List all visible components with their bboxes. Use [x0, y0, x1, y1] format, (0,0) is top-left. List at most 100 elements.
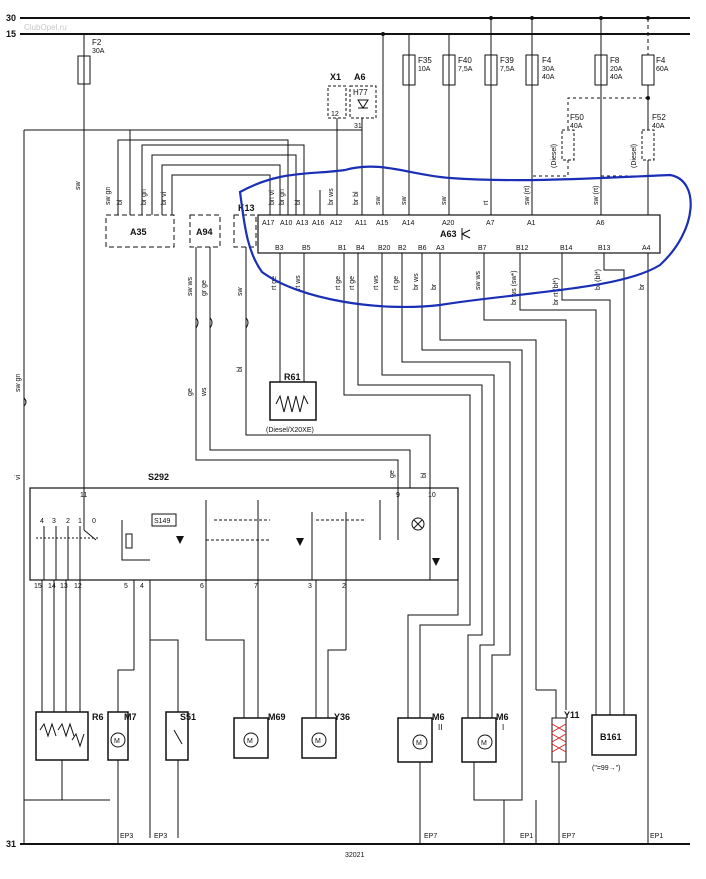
valve-y11: Y11: [551, 710, 580, 844]
fuse-f4b-rating: 60A: [656, 66, 669, 73]
fuse-f35: F35 10A: [402, 34, 432, 215]
svg-text:ge: ge: [389, 470, 396, 478]
svg-text:A16: A16: [312, 220, 325, 227]
actuator-y36: M Y36: [301, 712, 350, 759]
svg-text:sw (rt): sw (rt): [524, 186, 531, 205]
svg-text:7: 7: [254, 583, 258, 590]
svg-text:M: M: [114, 738, 120, 745]
x1-pin: 12: [331, 111, 339, 118]
fuse-f40: F40 7,5A: [442, 34, 473, 215]
svg-text:br bl: br bl: [353, 191, 360, 205]
svg-text:A7: A7: [486, 220, 495, 227]
svg-text:ws: ws: [201, 387, 208, 397]
svg-text:13: 13: [60, 583, 68, 590]
svg-text:rt ge: rt ge: [271, 276, 278, 290]
svg-text:M: M: [315, 738, 321, 745]
svg-text:M: M: [481, 740, 487, 747]
fuse-f52-label: F52: [652, 113, 666, 122]
svg-text:sw (rt): sw (rt): [593, 186, 600, 205]
module-a35: A35: [105, 214, 175, 248]
fuse-f4b-label: F4: [656, 56, 666, 65]
svg-text:br vi: br vi: [161, 191, 168, 205]
svg-text:br: br: [431, 283, 438, 290]
fuse-f52-note: (Diesel): [631, 144, 638, 168]
svg-text:bl: bl: [237, 366, 244, 372]
r61-label: R61: [284, 372, 301, 382]
svg-text:15: 15: [34, 583, 42, 590]
fuse-f8-rating: 20A: [610, 66, 623, 73]
svg-text:3: 3: [308, 583, 312, 590]
svg-text:sw ws: sw ws: [475, 270, 482, 290]
svg-text:rt ws: rt ws: [295, 275, 302, 290]
a6-label: A6: [354, 72, 366, 82]
svg-text:rt ge: rt ge: [393, 276, 400, 290]
rail-31: 31: [6, 839, 690, 849]
svg-text:vi: vi: [15, 475, 22, 481]
heater-r61: R61 (Diesel/X20XE) rt ge rt ws: [266, 253, 317, 434]
svg-text:12: 12: [74, 583, 82, 590]
a63-top-pins: A17 A10 A13 A16 A12 A11 A15 A14 A20 A7 A…: [262, 220, 605, 227]
switch-s51: S51: [165, 711, 196, 838]
sensor-b161: B161 ("=99→"): [591, 714, 637, 772]
fuse-f52: F52 40A (Diesel): [601, 113, 666, 177]
svg-text:sw gn: sw gn: [15, 374, 22, 392]
rail-31-label: 31: [6, 839, 16, 849]
fuse-f39: F39 7,5A: [484, 16, 515, 215]
svg-text:A20: A20: [442, 220, 455, 227]
fuse-f35-label: F35: [418, 56, 432, 65]
svg-text:10: 10: [428, 492, 436, 499]
svg-text:B3: B3: [275, 245, 284, 252]
svg-text:sw: sw: [75, 181, 82, 191]
rail-30: 30: [6, 13, 690, 23]
svg-text:1: 1: [78, 518, 82, 525]
svg-text:M: M: [416, 740, 422, 747]
svg-text:B12: B12: [516, 245, 529, 252]
r6-label: R6: [92, 712, 104, 722]
a63-bottom-pins: B3 B5 B1 B4 B20 B2 B6 A3 B7 B12 B14 B13 …: [275, 245, 651, 252]
fuse-f8-rating2: 40A: [610, 74, 623, 81]
svg-text:5: 5: [124, 583, 128, 590]
svg-text:rt: rt: [483, 201, 490, 205]
m69-label: M69: [268, 712, 286, 722]
svg-text:br ws: br ws: [328, 188, 335, 205]
motor-m6-i: M M6 I: [461, 712, 509, 801]
a63-label: A63: [440, 229, 457, 239]
svg-text:A14: A14: [402, 220, 415, 227]
svg-text:br: br: [639, 283, 646, 290]
motor-m7: M M7: [107, 711, 137, 844]
svg-text:rt ws: rt ws: [373, 275, 380, 290]
switch-s292: S292 11 9 10 4 3 2 1 0 S149: [29, 472, 459, 590]
b161-note: ("=99→"): [592, 765, 621, 772]
fuse-f8-label: F8: [610, 56, 620, 65]
svg-text:B4: B4: [356, 245, 365, 252]
svg-text:sw: sw: [441, 196, 448, 206]
svg-text:B2: B2: [398, 245, 407, 252]
s149-label: S149: [154, 518, 170, 525]
svg-text:A13: A13: [296, 220, 309, 227]
fuse-f2-rating: 30A: [92, 48, 105, 55]
m6-ii-label: M6: [432, 712, 445, 722]
svg-text:br ws: br ws: [413, 273, 420, 290]
rail-30-label: 30: [6, 13, 16, 23]
svg-text:A6: A6: [596, 220, 605, 227]
fuse-f4a-rating: 30A: [542, 66, 555, 73]
y36-label: Y36: [334, 712, 350, 722]
svg-text:4: 4: [40, 518, 44, 525]
fuse-f50-note: (Diesel): [551, 144, 558, 168]
svg-text:B14: B14: [560, 245, 573, 252]
svg-text:A11: A11: [355, 220, 367, 227]
svg-text:rt ge: rt ge: [349, 276, 356, 290]
fuse-f2: F2 30A: [77, 34, 105, 85]
m6-ii-sub: II: [438, 723, 442, 732]
svg-text:A3: A3: [436, 245, 445, 252]
h77-label: H77: [353, 88, 368, 97]
svg-text:2: 2: [342, 583, 346, 590]
fuse-f50: F50 40A (Diesel): [532, 96, 650, 177]
svg-text:sw gn: sw gn: [105, 187, 112, 205]
svg-text:A4: A4: [642, 245, 651, 252]
svg-text:sw: sw: [375, 196, 382, 206]
svg-text:B1: B1: [338, 245, 347, 252]
fuse-f50-label: F50: [570, 113, 584, 122]
svg-text:B7: B7: [478, 245, 487, 252]
